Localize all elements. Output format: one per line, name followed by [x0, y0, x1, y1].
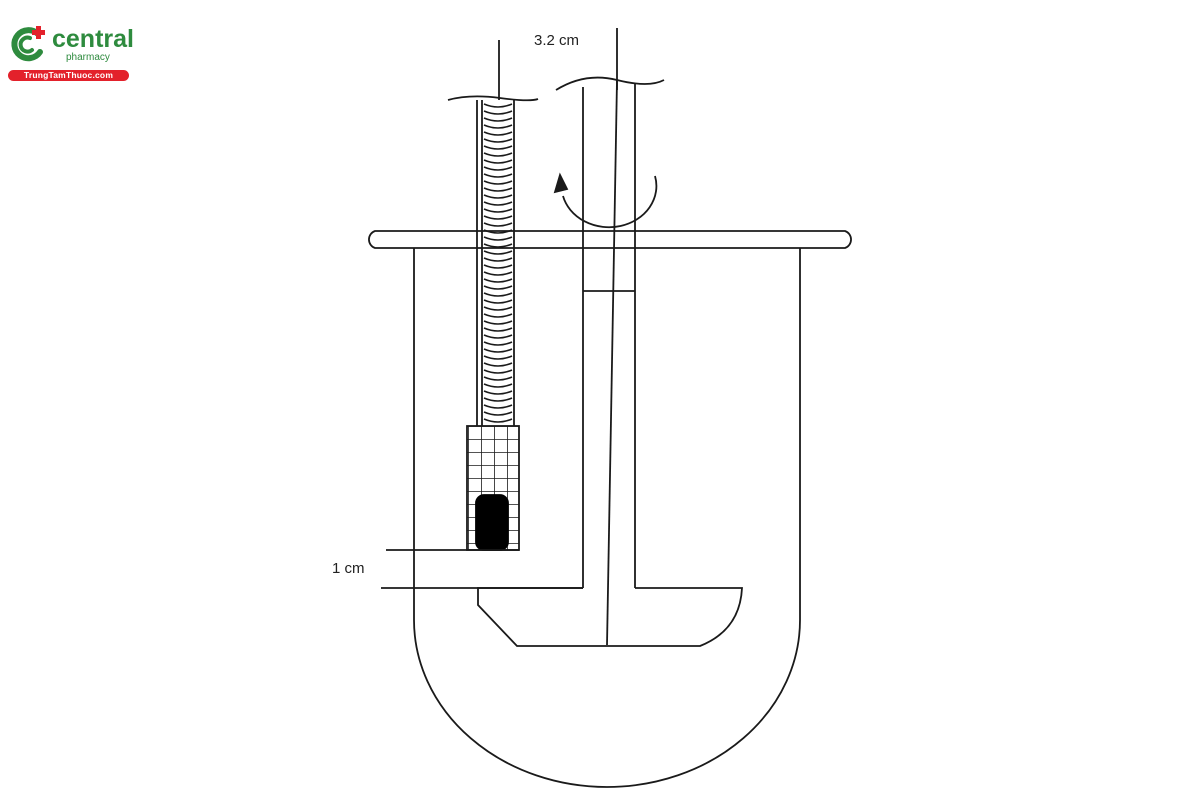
- round-bottom-vessel: [413, 247, 801, 788]
- logo-sub-text: pharmacy: [66, 52, 110, 63]
- paddle-shaft: [555, 28, 665, 646]
- dimension-1cm-lines: [381, 549, 583, 589]
- logo-brand-text: central: [52, 25, 134, 53]
- logo-banner: TrungTamThuoc.com: [8, 70, 129, 81]
- central-pharmacy-logo: central pharmacy TrungTamThuoc.com: [6, 22, 134, 84]
- mesh-basket-with-tablet: [466, 425, 520, 551]
- coiled-wire-sinker-rod: [447, 40, 539, 426]
- vessel-cover-flange: [368, 230, 852, 249]
- tablet-shape: [475, 494, 509, 551]
- pharmacy-cross-icon: [11, 26, 45, 62]
- height-1cm-label: 1 cm: [332, 560, 365, 577]
- paddle-blade: [477, 587, 743, 647]
- rotation-arrow-icon: [553, 172, 658, 229]
- shaft-diameter-label: 3.2 cm: [534, 32, 580, 49]
